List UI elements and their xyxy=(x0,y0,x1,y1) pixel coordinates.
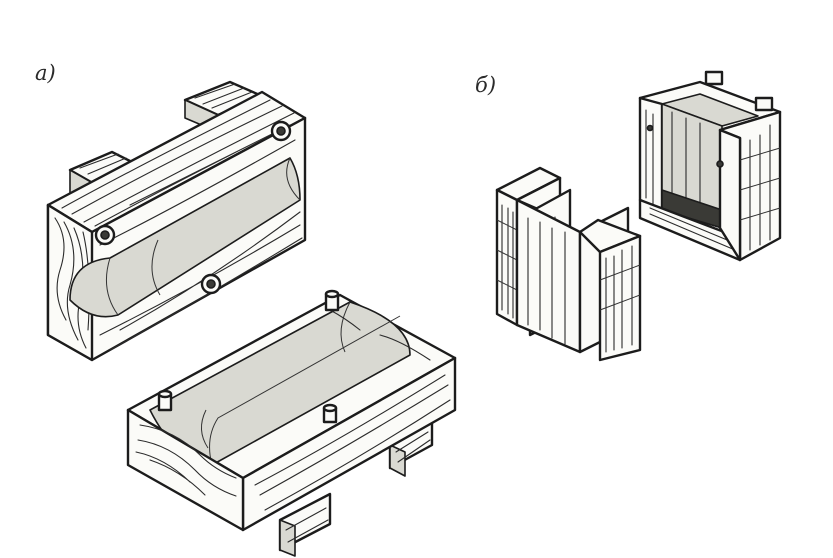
lower-block-end xyxy=(126,408,245,532)
upper-bolt-2 xyxy=(200,273,222,295)
upper-bolt-3 xyxy=(270,120,292,142)
lower-peg-1 xyxy=(157,389,173,412)
upper-half-mold xyxy=(46,80,307,362)
right-box-form xyxy=(638,70,782,262)
upper-cleat-top xyxy=(183,80,264,133)
left-box-form xyxy=(495,166,642,362)
lower-cleat-bottom xyxy=(278,492,332,557)
upper-bolt-1 xyxy=(94,224,116,246)
lower-half-mold xyxy=(126,289,457,557)
upper-channel xyxy=(69,157,301,318)
upper-block-end xyxy=(46,203,94,362)
lower-peg-3 xyxy=(322,403,338,424)
lower-peg-2 xyxy=(324,289,340,312)
label-a: a) xyxy=(35,61,56,85)
label-b: б) xyxy=(475,73,496,97)
lower-cleat-right xyxy=(388,418,434,477)
